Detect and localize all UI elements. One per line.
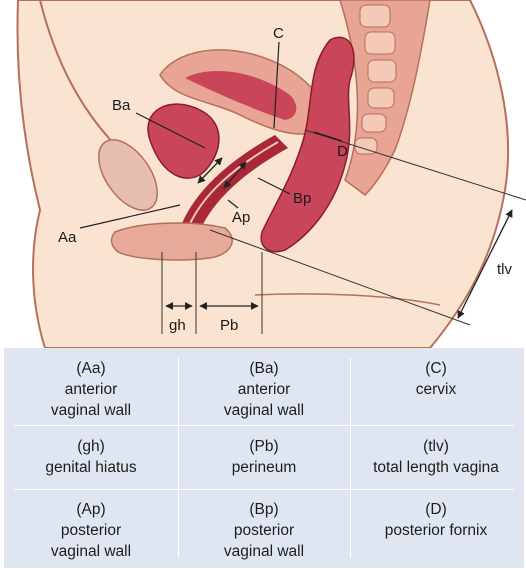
legend-cell-aa: (Aa) anterior vaginal wall	[5, 358, 177, 421]
legend-abbr: (Pb)	[178, 436, 350, 457]
legend-abbr: (Aa)	[5, 358, 177, 379]
label-gh: gh	[169, 317, 186, 334]
legend-text: genital hiatus	[5, 457, 177, 478]
legend-abbr: (Bp)	[178, 499, 350, 520]
legend-cell-c: (C) cervix	[350, 358, 522, 400]
label-C: C	[273, 25, 284, 42]
legend-text: anterior	[5, 379, 177, 400]
legend-text: anterior	[178, 379, 350, 400]
legend-cell-tlv: (tlv) total length vagina	[350, 436, 522, 478]
legend-cell-ba: (Ba) anterior vaginal wall	[178, 358, 350, 421]
legend-text: vaginal wall	[5, 541, 177, 562]
legend-text: vaginal wall	[178, 541, 350, 562]
pelvic-anatomy-diagram: C Ba D Bp Ap Aa tlv gh Pb	[0, 0, 526, 348]
label-Bp: Bp	[293, 190, 311, 207]
label-Ap: Ap	[232, 209, 250, 226]
legend-abbr: (C)	[350, 358, 522, 379]
legend-text: vaginal wall	[178, 400, 350, 421]
legend-cell-pb: (Pb) perineum	[178, 436, 350, 478]
legend-text: posterior fornix	[350, 520, 522, 541]
legend-abbr: (tlv)	[350, 436, 522, 457]
legend-abbr: (Ap)	[5, 499, 177, 520]
legend-abbr: (gh)	[5, 436, 177, 457]
label-tlv: tlv	[497, 261, 513, 278]
legend-text: perineum	[178, 457, 350, 478]
body-silhouette	[17, 0, 508, 348]
legend-cell-bp: (Bp) posterior vaginal wall	[178, 499, 350, 562]
legend-cell-gh: (gh) genital hiatus	[5, 436, 177, 478]
legend-text: posterior	[178, 520, 350, 541]
label-Aa: Aa	[58, 229, 77, 246]
legend-text: posterior	[5, 520, 177, 541]
legend-abbr: (Ba)	[178, 358, 350, 379]
perineum	[112, 223, 233, 260]
legend-text: cervix	[350, 379, 522, 400]
legend-text: total length vagina	[350, 457, 522, 478]
legend-abbr: (D)	[350, 499, 522, 520]
label-Ba: Ba	[112, 97, 131, 114]
label-D: D	[337, 143, 348, 160]
legend-text: vaginal wall	[5, 400, 177, 421]
label-Pb: Pb	[220, 317, 238, 334]
legend-table: (Aa) anterior vaginal wall (Ba) anterior…	[4, 348, 524, 568]
legend-cell-d: (D) posterior fornix	[350, 499, 522, 541]
legend-cell-ap: (Ap) posterior vaginal wall	[5, 499, 177, 562]
